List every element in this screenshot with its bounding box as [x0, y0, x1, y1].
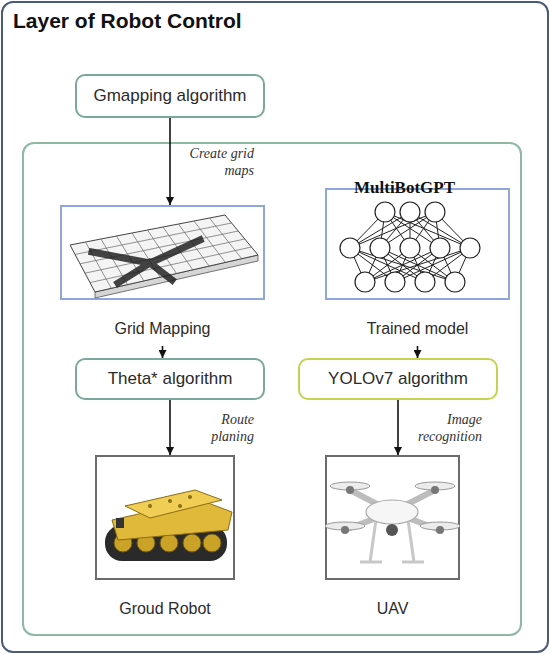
box-label: Gmapping algorithm [93, 86, 246, 106]
uav-motor [341, 526, 349, 534]
uav-arms [345, 490, 440, 530]
box-label: YOLOv7 algorithm [328, 369, 468, 389]
robot-sensor [116, 518, 124, 528]
neuron [400, 238, 420, 258]
neuron [355, 272, 375, 292]
uav-rotor [420, 522, 460, 530]
neuron [460, 238, 480, 258]
uav-legs [360, 520, 424, 562]
neuron [375, 202, 395, 222]
edge-label: Route planing [182, 411, 254, 445]
uav-rotor [325, 522, 365, 530]
robot-wheels [114, 534, 221, 552]
layer-title: Layer of Robot Control [13, 9, 242, 33]
neuron [445, 272, 465, 292]
uav-motor [346, 486, 354, 494]
robot-chassis [112, 500, 232, 540]
grid-map-plane [70, 215, 258, 292]
robot-holes [148, 495, 192, 508]
robot-hole [148, 504, 152, 508]
neuron [430, 238, 450, 258]
edge-label: Create grid maps [182, 145, 254, 179]
neuron [370, 238, 390, 258]
neuron [385, 272, 405, 292]
robot-wheel [160, 534, 178, 552]
image-frame [95, 455, 235, 580]
image-caption: Groud Robot [95, 600, 235, 618]
image-frame [325, 188, 510, 300]
group-title: MultiBotGPT [354, 178, 455, 198]
process-box: YOLOv7 algorithm [298, 358, 498, 400]
uav-motor [431, 486, 439, 494]
process-box: Gmapping algorithm [75, 74, 265, 118]
grid-occupied-cells [92, 240, 200, 283]
grid-map-edge [95, 255, 258, 298]
uav-rotor [330, 482, 370, 490]
image-caption: Trained model [325, 320, 510, 338]
ground-robot-illustration [105, 490, 232, 561]
uav-rotor [415, 482, 455, 490]
uav-illustration [325, 482, 460, 562]
flow-arrow [417, 346, 419, 358]
flow-arrow [162, 346, 164, 358]
box-label: Theta* algorithm [108, 369, 233, 389]
grid-map-illustration [70, 215, 258, 298]
robot-wheel [183, 534, 201, 552]
network-neurons [340, 202, 480, 292]
robot-hole [168, 499, 172, 503]
image-frame [60, 205, 265, 300]
edge-label: Image recognition [410, 411, 482, 445]
robot-track [105, 525, 227, 561]
uav-motors [341, 486, 444, 534]
grid-lines [75, 218, 251, 288]
robot-hole [188, 495, 192, 499]
robot-wheel [137, 534, 155, 552]
flow-arrow [397, 400, 399, 455]
neuron [425, 202, 445, 222]
neuron [340, 238, 360, 258]
neuron [400, 202, 420, 222]
uav-body [366, 500, 418, 524]
flow-arrow [169, 118, 171, 205]
network-links [350, 212, 470, 282]
flow-arrow [169, 400, 171, 455]
image-box: UAV [325, 455, 460, 626]
group-region: Grid Mapping Trained modelTheta* algorith… [22, 142, 522, 636]
image-box: Grid Mapping [60, 205, 265, 346]
neural-network-illustration [340, 202, 480, 292]
neuron [415, 272, 435, 292]
uav-camera [386, 524, 398, 536]
robot-top-plate [125, 490, 222, 518]
process-box: Theta* algorithm [75, 358, 265, 400]
robot-wheel [114, 534, 132, 552]
image-caption: UAV [325, 600, 460, 618]
image-caption: Grid Mapping [60, 320, 265, 338]
image-frame [325, 455, 460, 580]
image-box: Groud Robot [95, 455, 235, 626]
robot-wheel [203, 534, 221, 552]
robot-hole [178, 504, 182, 508]
uav-motor [436, 526, 444, 534]
uav-rotors [325, 482, 460, 530]
image-box: Trained model [325, 188, 510, 346]
